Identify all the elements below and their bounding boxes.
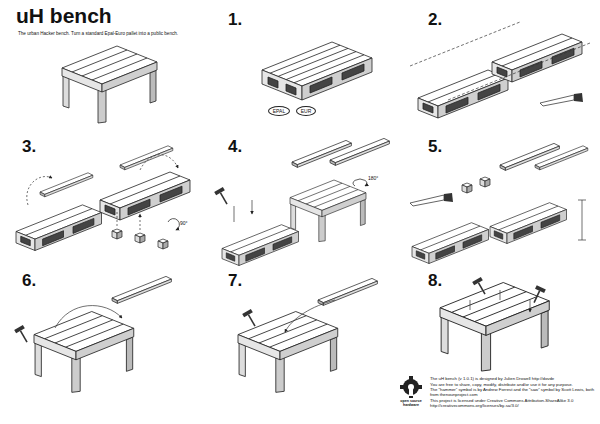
illustration-part [100,172,190,220]
mark-text: EUR [301,109,312,114]
illustration-part [222,225,299,266]
illustration-part [62,46,157,123]
logo-caption: open source hardware [395,399,427,407]
credit-line: The “hammer” symbol is by Andrew Forrest… [430,388,596,398]
illustration-part [472,277,489,297]
illustration-part [410,22,590,100]
step-number: 3. [22,137,36,157]
illustration-part [400,376,422,398]
title: uH bench [16,4,112,28]
illustration-part [292,140,351,167]
illustration-part [403,379,419,395]
illustration-part [112,229,122,239]
illustration-part [234,200,252,222]
illustration-part [409,388,413,396]
step-number: 1. [228,10,242,30]
pallet-mark: EUR [296,106,316,116]
illustration-part [353,179,367,186]
credit-line: The uH bench (v 1.0.1) is designed by Ju… [430,377,596,382]
illustration-part [238,312,338,393]
illustration-part [135,233,145,243]
step-number: 6. [22,271,36,291]
illustration-part [242,309,259,329]
illustration-part [330,138,389,165]
illustration-part [140,155,178,170]
subtitle: The urban Hacker bench. Turn a standard … [18,31,196,36]
step-number: 2. [428,10,442,30]
step-number: 7. [228,271,242,291]
angle-label: 180° [368,176,378,182]
step-number: 8. [428,271,442,291]
illustration-part [318,278,377,305]
illustration-part [500,143,559,170]
illustration-part [530,285,546,305]
illustration-part [470,290,530,312]
illustration-part [55,306,122,328]
credit-line: This project is licensed under Creative … [430,399,596,404]
illustration-part [120,146,173,170]
illustration-part [14,325,31,345]
illustration-part [168,219,179,230]
illustration-part [34,312,134,393]
illustration-part [400,376,422,398]
illustration-part [480,177,490,187]
step-number: 5. [428,137,442,157]
illustration-part [262,42,372,100]
illustration-part [462,183,472,193]
illustration-part [410,193,453,206]
step-number: 4. [228,137,242,157]
illustration-part [540,93,583,106]
credit-line: You are free to share, copy, modify, dis… [430,383,596,388]
illustration-part [117,210,140,230]
illustration-part [490,203,567,244]
illustration-part [440,283,549,372]
illustration-part [27,177,52,205]
pallet-mark: EPAL [268,106,290,116]
credit-line: http://creativecommons.org/licenses/by-s… [430,404,596,409]
illustration-part [285,300,335,332]
angle-label: 90° [180,221,188,227]
illustration-part [290,180,366,242]
illustration-part [112,276,171,303]
illustration-part [578,200,586,240]
illustration-part [492,34,582,82]
illustration-part [214,187,231,207]
illustration-part [16,205,102,251]
illustration-part [412,223,489,264]
mark-text: EPAL [273,109,285,114]
illustration-part [535,146,588,170]
illustration-part [158,239,168,249]
